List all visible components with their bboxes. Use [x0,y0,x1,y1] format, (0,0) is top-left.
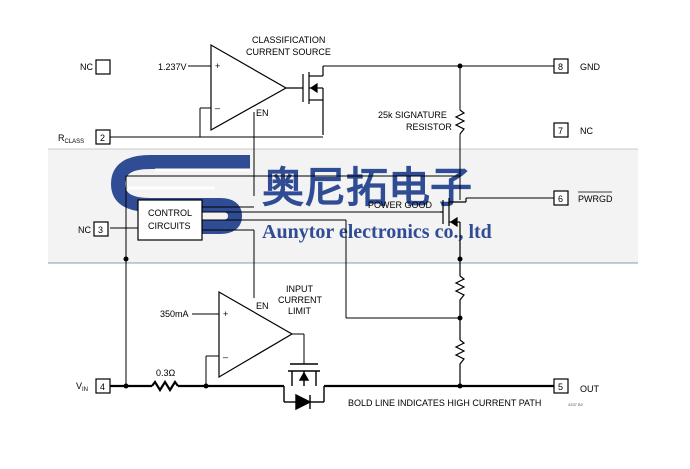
pin-vin-label: VIN [76,381,88,393]
pin-nc-top: NC [80,59,111,75]
pin-nc-right: 7 NC [553,122,593,138]
pin-nc-right-label: NC [580,126,593,136]
pin-out-number: 5 [558,382,563,392]
pin-out-label: OUT [580,384,600,394]
control-circuits-block [137,199,203,241]
pin-gnd: 8 GND [553,58,601,74]
pin-nc-top-label: NC [80,62,93,72]
classification-label-2: CURRENT SOURCE [246,47,331,57]
classification-mosfet [286,66,324,135]
reference-voltage-label: 1.237V [158,62,187,72]
wires-control [110,175,554,386]
high-current-note: BOLD LINE INDICATES HIGH CURRENT PATH [348,398,541,408]
pin-rclass: RCLASS 2 [58,129,111,145]
pin-rclass-number: 2 [100,133,105,143]
watermark-english: Aunytor electronics co., ltd [262,221,492,243]
pin-vin: VIN 4 [76,378,111,394]
high-current-path [110,379,554,393]
power-good-mosfet [440,198,467,276]
pass-mosfet [283,363,325,411]
limit-current-label: 350mA [160,309,189,319]
input-limit-label-1: INPUT [286,284,314,294]
bottom-amp-minus: – [223,352,228,362]
wires-top [110,65,554,200]
bottom-en-label: EN [256,301,269,311]
power-good-label: POWER GOOD [368,200,433,210]
wires-bottom [205,333,305,386]
divider-resistor-upper [454,275,466,340]
watermark: 奥尼拓电子 Aunytor electronics co., ltd [48,148,638,264]
signature-resistor [454,109,466,135]
classification-label-1: CLASSIFICATION [252,35,325,45]
pin-nc-mid-label: NC [78,225,91,235]
pin-pwrgd-number: 6 [558,194,563,204]
pin-pwrgd-label: PWRGD [578,194,613,204]
pin-gnd-label: GND [580,62,601,72]
figure-code: 4337 B2 [568,402,584,407]
pin-nc-mid-number: 3 [98,225,103,235]
pin-gnd-number: 8 [558,62,563,72]
top-en-label: EN [256,108,269,118]
sense-resistor-label: 0.3Ω [156,368,176,378]
pin-out: 5 OUT [553,378,600,394]
control-label-2: CIRCUITS [148,221,191,231]
pin-vin-number: 4 [100,382,105,392]
pin-pwrgd: 6 PWRGD [553,190,613,206]
pin-nc-right-number: 7 [558,126,563,136]
signature-label-2: RESISTOR [406,122,452,132]
signature-label-1: 25k SIGNATURE [378,110,447,120]
watermark-chinese: 奥尼拓电子 [262,163,472,212]
top-amp-plus: + [215,61,220,71]
bottom-amp-plus: + [223,309,228,319]
classification-amplifier: + – [210,43,288,132]
input-limit-label-2: CURRENT [278,295,323,305]
pin-rclass-label: RCLASS [58,133,84,145]
input-limit-label-3: LIMIT [288,306,312,316]
control-label-1: CONTROL [148,208,192,218]
pin-nc-mid: NC 3 [78,221,109,237]
current-limit-amplifier: + – [218,290,294,379]
top-amp-minus: – [215,103,220,113]
divider-resistor-lower [454,339,466,386]
